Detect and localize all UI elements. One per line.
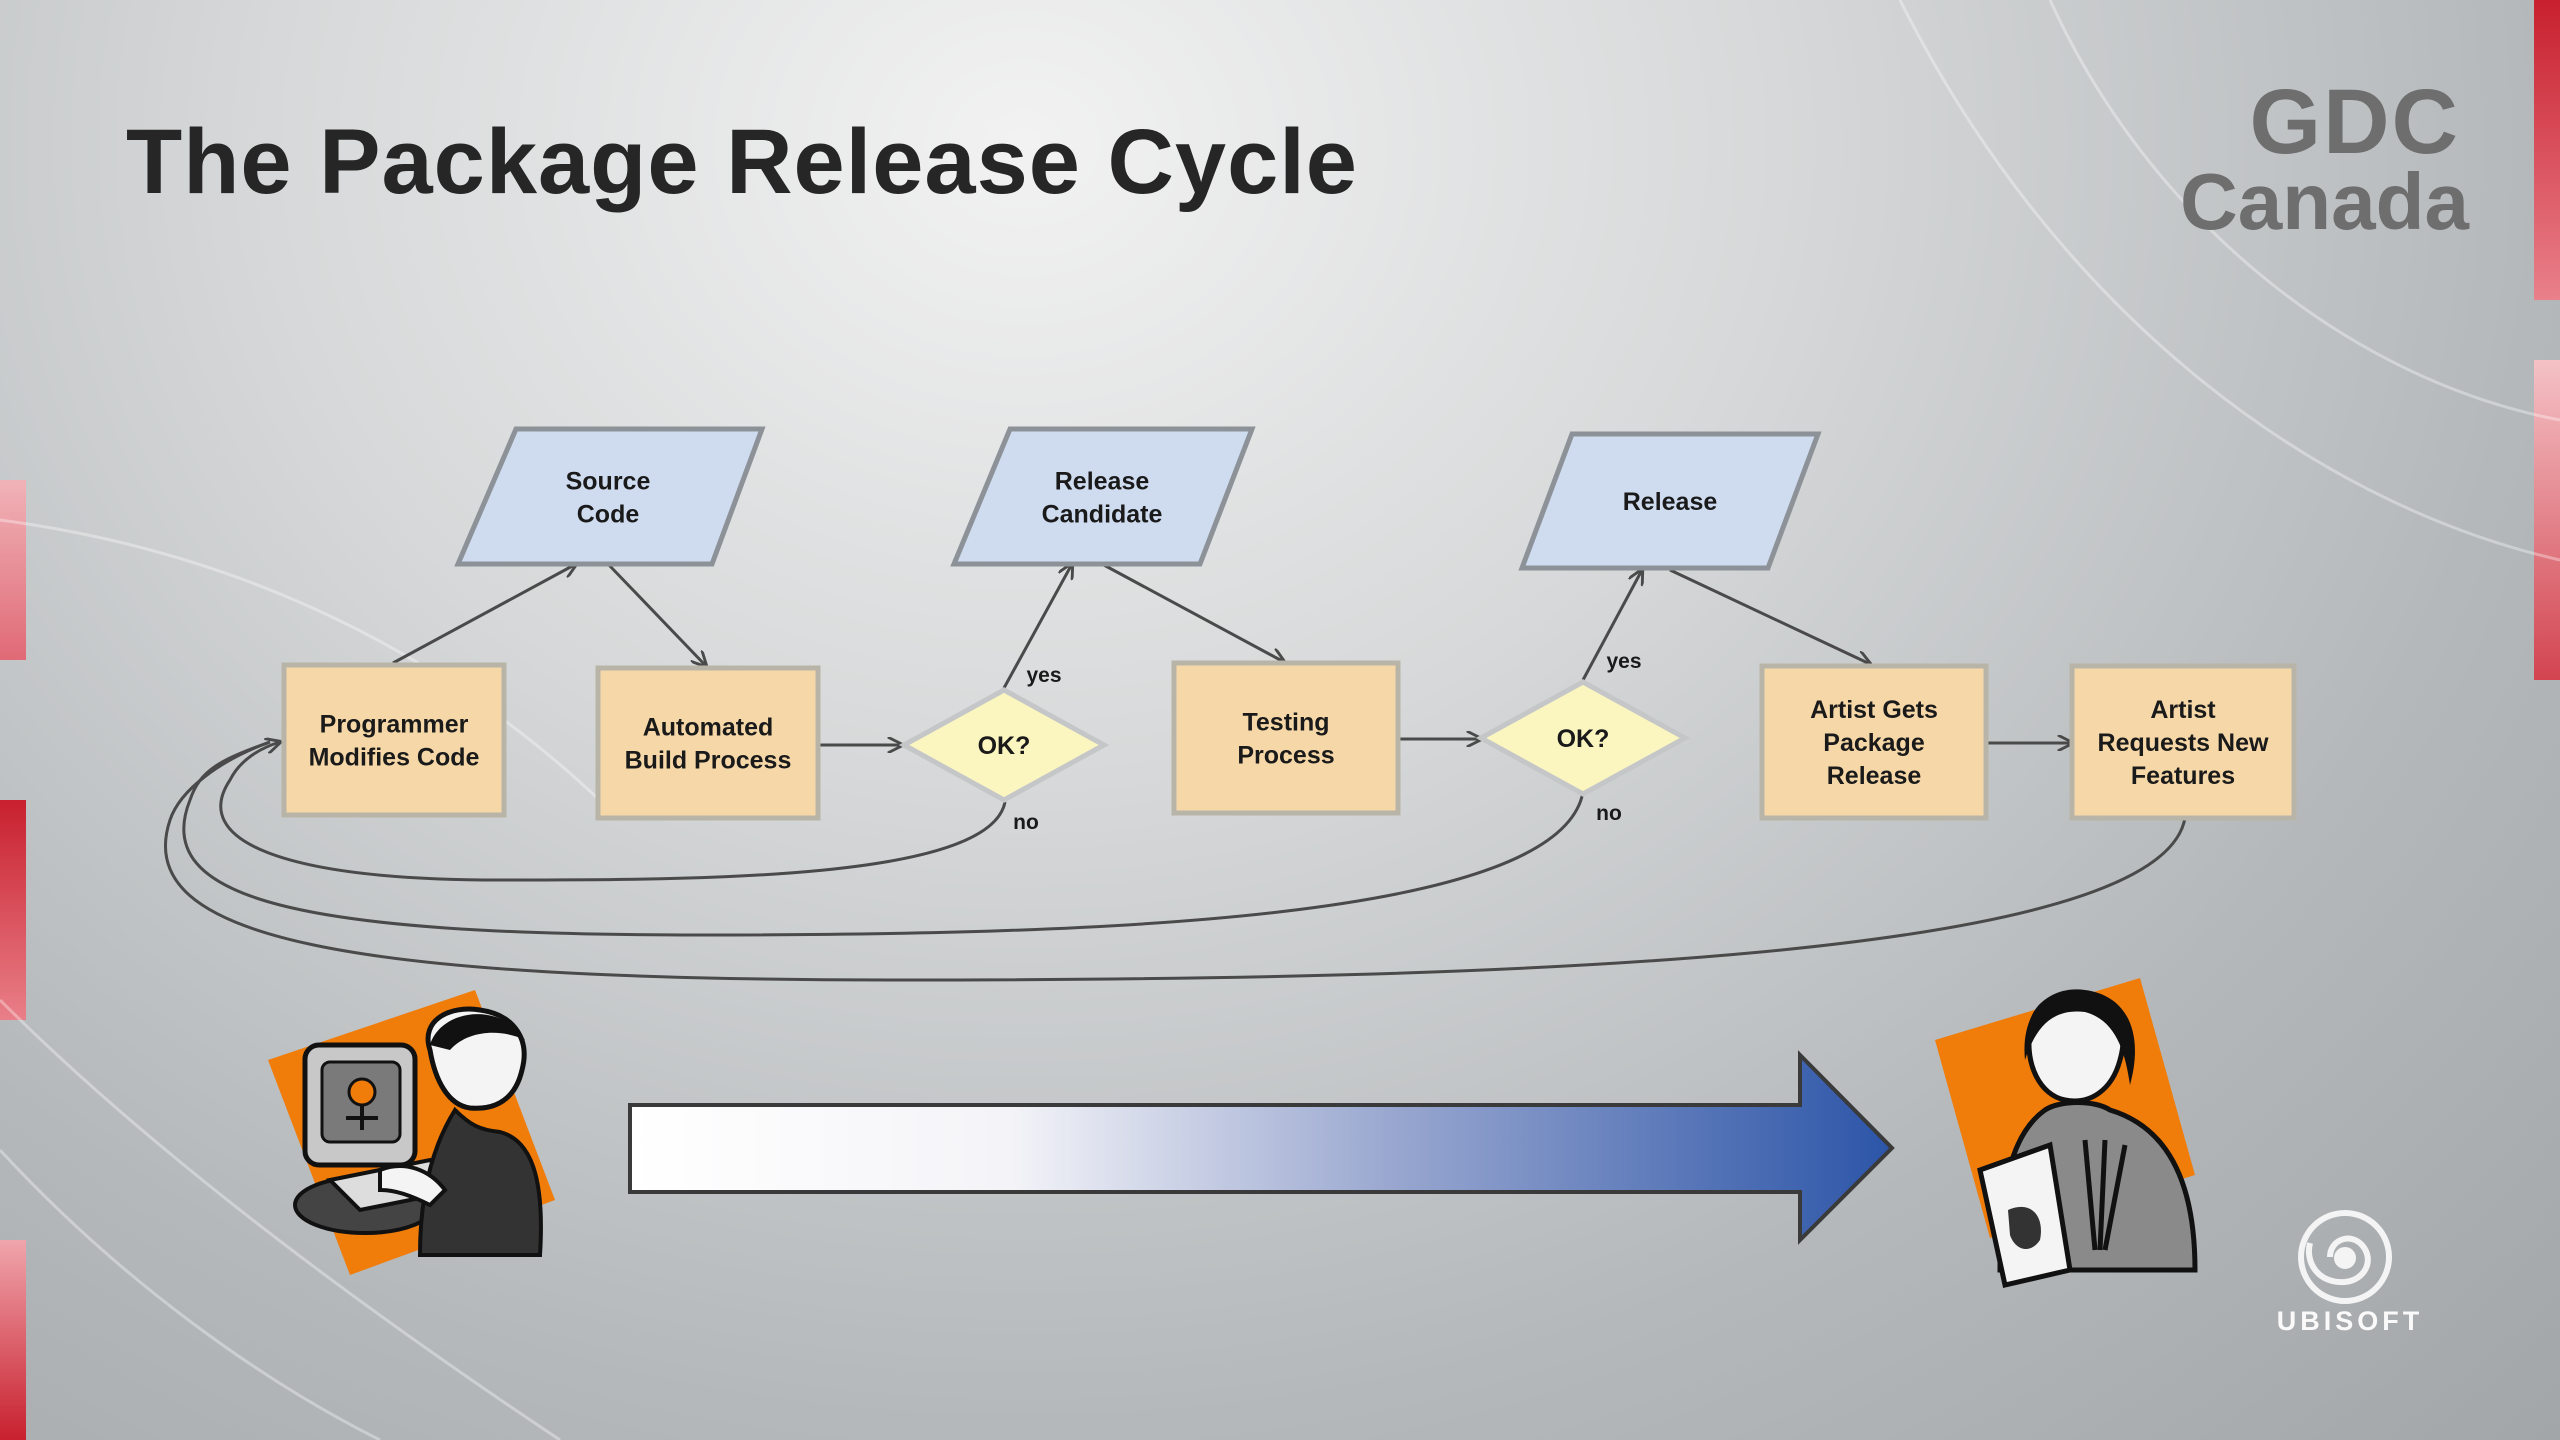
process-node-label: Process	[1237, 742, 1334, 770]
logo-line-2: Canada	[2180, 156, 2469, 246]
decision-no-label: no	[1013, 811, 1039, 834]
process-node-build	[595, 665, 821, 821]
connector-arrow	[1101, 562, 1284, 662]
left-accent-strip	[0, 1240, 26, 1440]
process-node-label: Automated	[643, 714, 774, 742]
process-node-label: Artist Gets	[1810, 696, 1938, 724]
data-node-label: Code	[577, 501, 640, 529]
right-accent-strip	[2534, 360, 2560, 680]
gdc-canada-logo: GDC Canada	[2180, 71, 2469, 246]
feedback-loop-arrow	[219, 742, 1007, 882]
left-accent-strip	[0, 800, 26, 1020]
ubisoft-logo: UBISOFT	[2265, 1210, 2435, 1337]
data-node-label: Candidate	[1042, 501, 1163, 529]
ubisoft-logo-icon	[2298, 1210, 2392, 1304]
process-node-programmer	[281, 662, 507, 818]
process-node-label: Testing	[1242, 709, 1329, 737]
data-node-release	[1518, 431, 1822, 571]
decision-label: OK?	[978, 732, 1031, 760]
decision-node-ok-2	[1475, 679, 1691, 797]
decision-label: OK?	[1557, 725, 1610, 753]
gradient-progress-arrow	[628, 1050, 1895, 1245]
connector-arrow	[1002, 564, 1072, 689]
process-node-testing	[1171, 660, 1401, 816]
decision-yes-label: yes	[1606, 650, 1641, 673]
process-node-label: Requests New	[2098, 729, 2269, 757]
decision-yes-label: yes	[1026, 664, 1061, 687]
decision-no-label: no	[1596, 802, 1622, 825]
process-node-artist-gets	[1759, 663, 1989, 821]
process-node-label: Release	[1827, 762, 1922, 790]
programmer-at-computer-icon	[268, 990, 555, 1275]
connector-arrow	[1669, 568, 1870, 664]
ubisoft-wordmark: UBISOFT	[2276, 1306, 2424, 1336]
data-node-release-candidate	[950, 426, 1256, 567]
connector-arrow	[392, 564, 576, 665]
decision-node-ok-1	[898, 687, 1110, 803]
artist-with-sketchbook-icon	[1935, 978, 2198, 1289]
slide-title: The Package Release Cycle	[126, 111, 1358, 213]
data-node-label: Release	[1055, 468, 1150, 496]
left-accent-strip	[0, 480, 26, 660]
data-node-label: Release	[1623, 488, 1718, 516]
process-node-label: Package	[1823, 729, 1925, 757]
data-node-source-code	[454, 426, 766, 567]
connector-arrow	[1581, 570, 1642, 681]
process-node-label: Modifies Code	[309, 744, 480, 772]
process-node-label: Build Process	[625, 747, 792, 775]
connector-arrow	[606, 562, 706, 666]
right-accent-strip	[2534, 0, 2560, 300]
process-node-artist-requests	[2069, 663, 2297, 821]
logo-line-1: GDC	[2249, 71, 2460, 173]
process-node-label: Programmer	[320, 711, 469, 739]
feedback-loop-arrow	[182, 740, 1585, 937]
process-node-label: Artist	[2150, 696, 2216, 724]
data-node-label: Source	[566, 468, 651, 496]
process-node-label: Features	[2131, 762, 2235, 790]
feedback-loop-arrow	[164, 740, 2187, 982]
